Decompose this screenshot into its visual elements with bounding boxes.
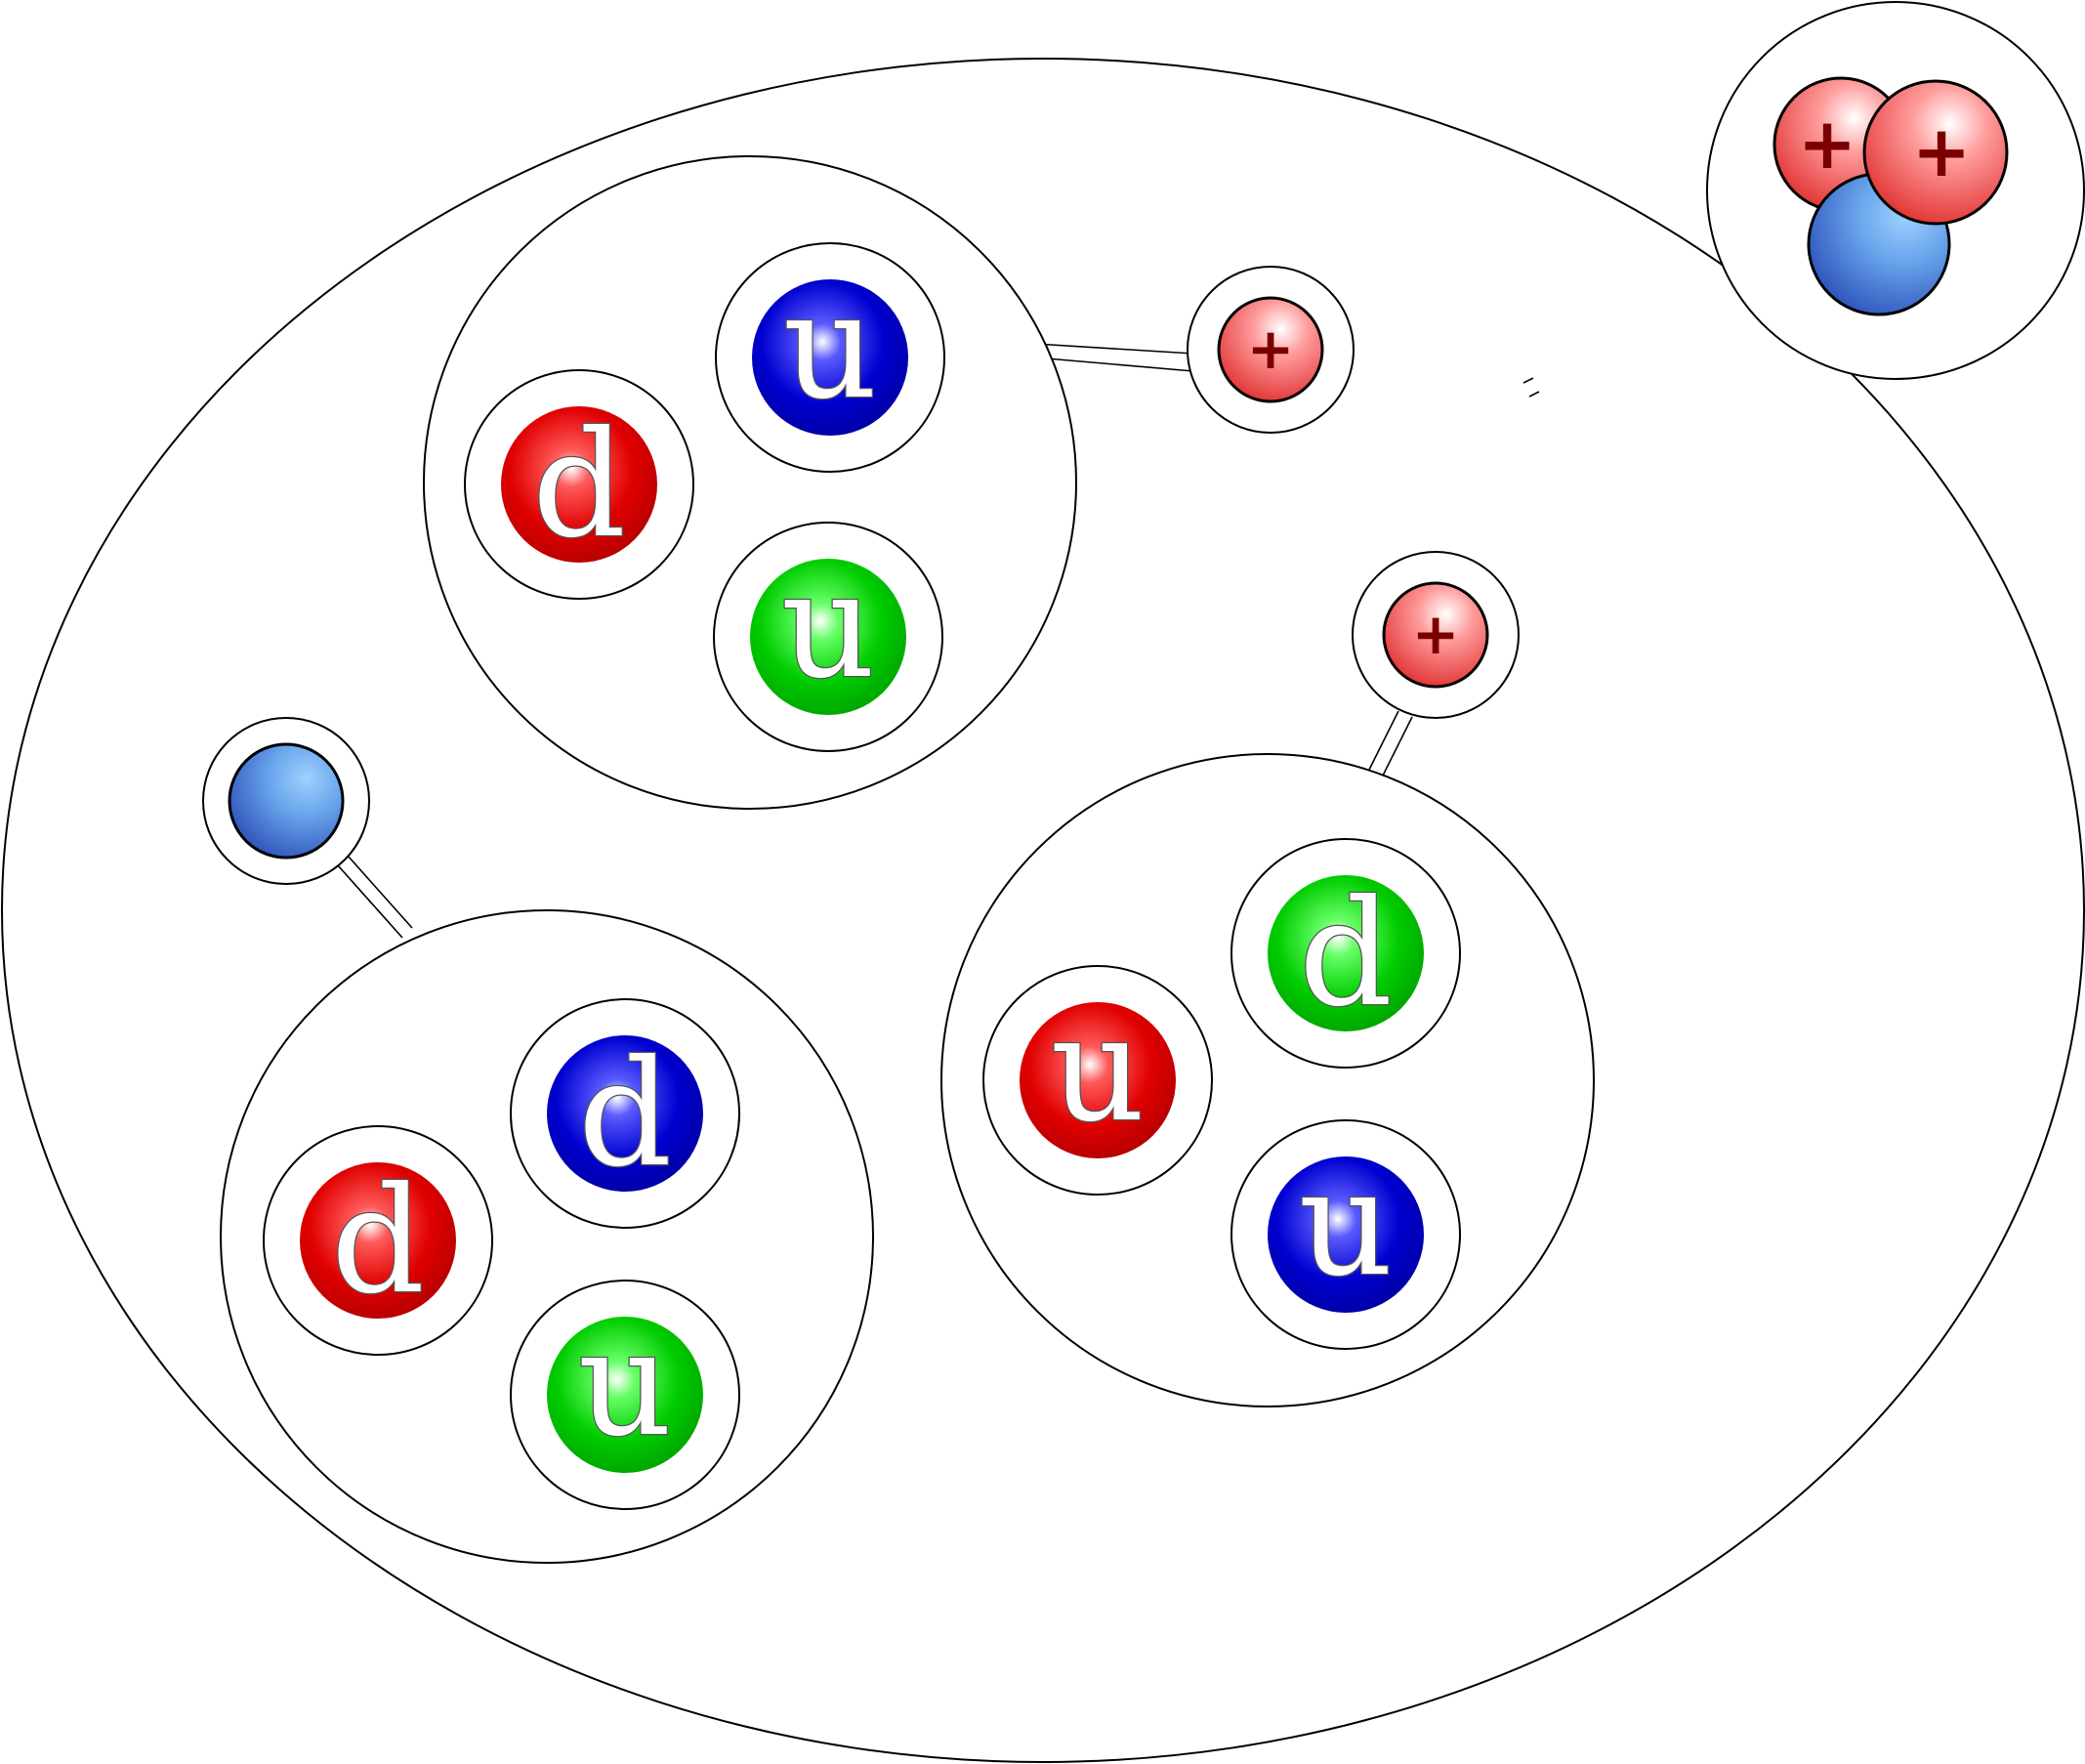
neutral-particle-left [202,717,370,885]
quark-top-u-blue: u [715,242,945,473]
quark-br-u-red: u [982,965,1213,1196]
quark-letter: d [1299,869,1393,1039]
nucleon-bottom-right: d u u [940,753,1595,1407]
external-nucleus: + + [1706,1,2085,380]
quark-letter: u [1299,1139,1394,1309]
quark-letter: u [1051,985,1146,1155]
quark-letter: u [783,262,878,432]
plus-sign: + [1247,315,1295,382]
positive-particle-top: + [1187,266,1355,434]
quark-letter: d [331,1156,425,1326]
positive-particle-right: + [1352,551,1520,719]
plus-sign: + [1912,110,1971,192]
quark-top-d-red: d [464,369,694,600]
quark-br-u-blue: u [1230,1119,1461,1350]
quark-letter: u [578,1299,673,1469]
quark-bl-u-green: u [510,1280,740,1510]
plus-sign: + [1798,103,1856,185]
external-proton-right: + [1862,79,2009,226]
quark-br-d-green: d [1230,838,1461,1069]
quark-bl-d-blue: d [510,998,740,1229]
quark-letter: d [532,400,626,570]
plus-sign: + [1412,601,1460,667]
quark-letter: u [781,541,876,711]
nucleon-bottom-left: d d u [220,909,874,1564]
nucleon-top: u d u [423,155,1077,810]
quark-top-u-green: u [713,522,943,752]
quark-letter: d [578,1029,672,1199]
quark-bl-d-red: d [263,1125,493,1356]
